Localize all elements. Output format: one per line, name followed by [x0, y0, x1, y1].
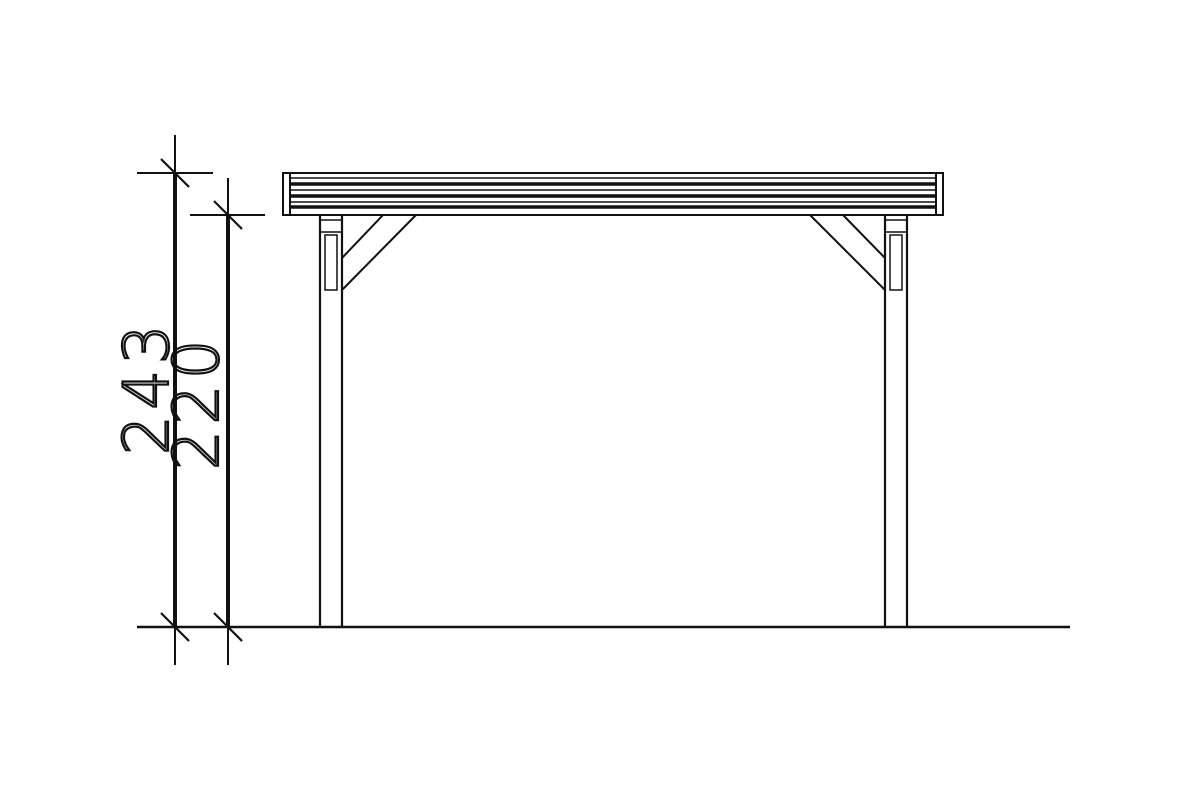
dimension-label-243: 243 [110, 319, 183, 455]
roof-end-cap-left [282, 172, 291, 216]
dimension-243: 243 [109, 135, 213, 665]
tick-mark-icon [213, 612, 243, 642]
dimension-label-220: 220 [160, 334, 233, 470]
brace-left [341, 214, 384, 259]
roof [282, 172, 944, 216]
tick-mark-icon [160, 158, 190, 188]
right-post [809, 214, 909, 627]
roof-end-cap-right [935, 172, 944, 216]
dimension-220: 220 [159, 178, 265, 665]
post-bracket [889, 234, 903, 291]
left-post [318, 214, 417, 627]
brace-right [842, 214, 886, 259]
tick-mark-icon [213, 200, 243, 230]
post-bracket [324, 234, 338, 291]
tick-mark-icon [160, 612, 190, 642]
